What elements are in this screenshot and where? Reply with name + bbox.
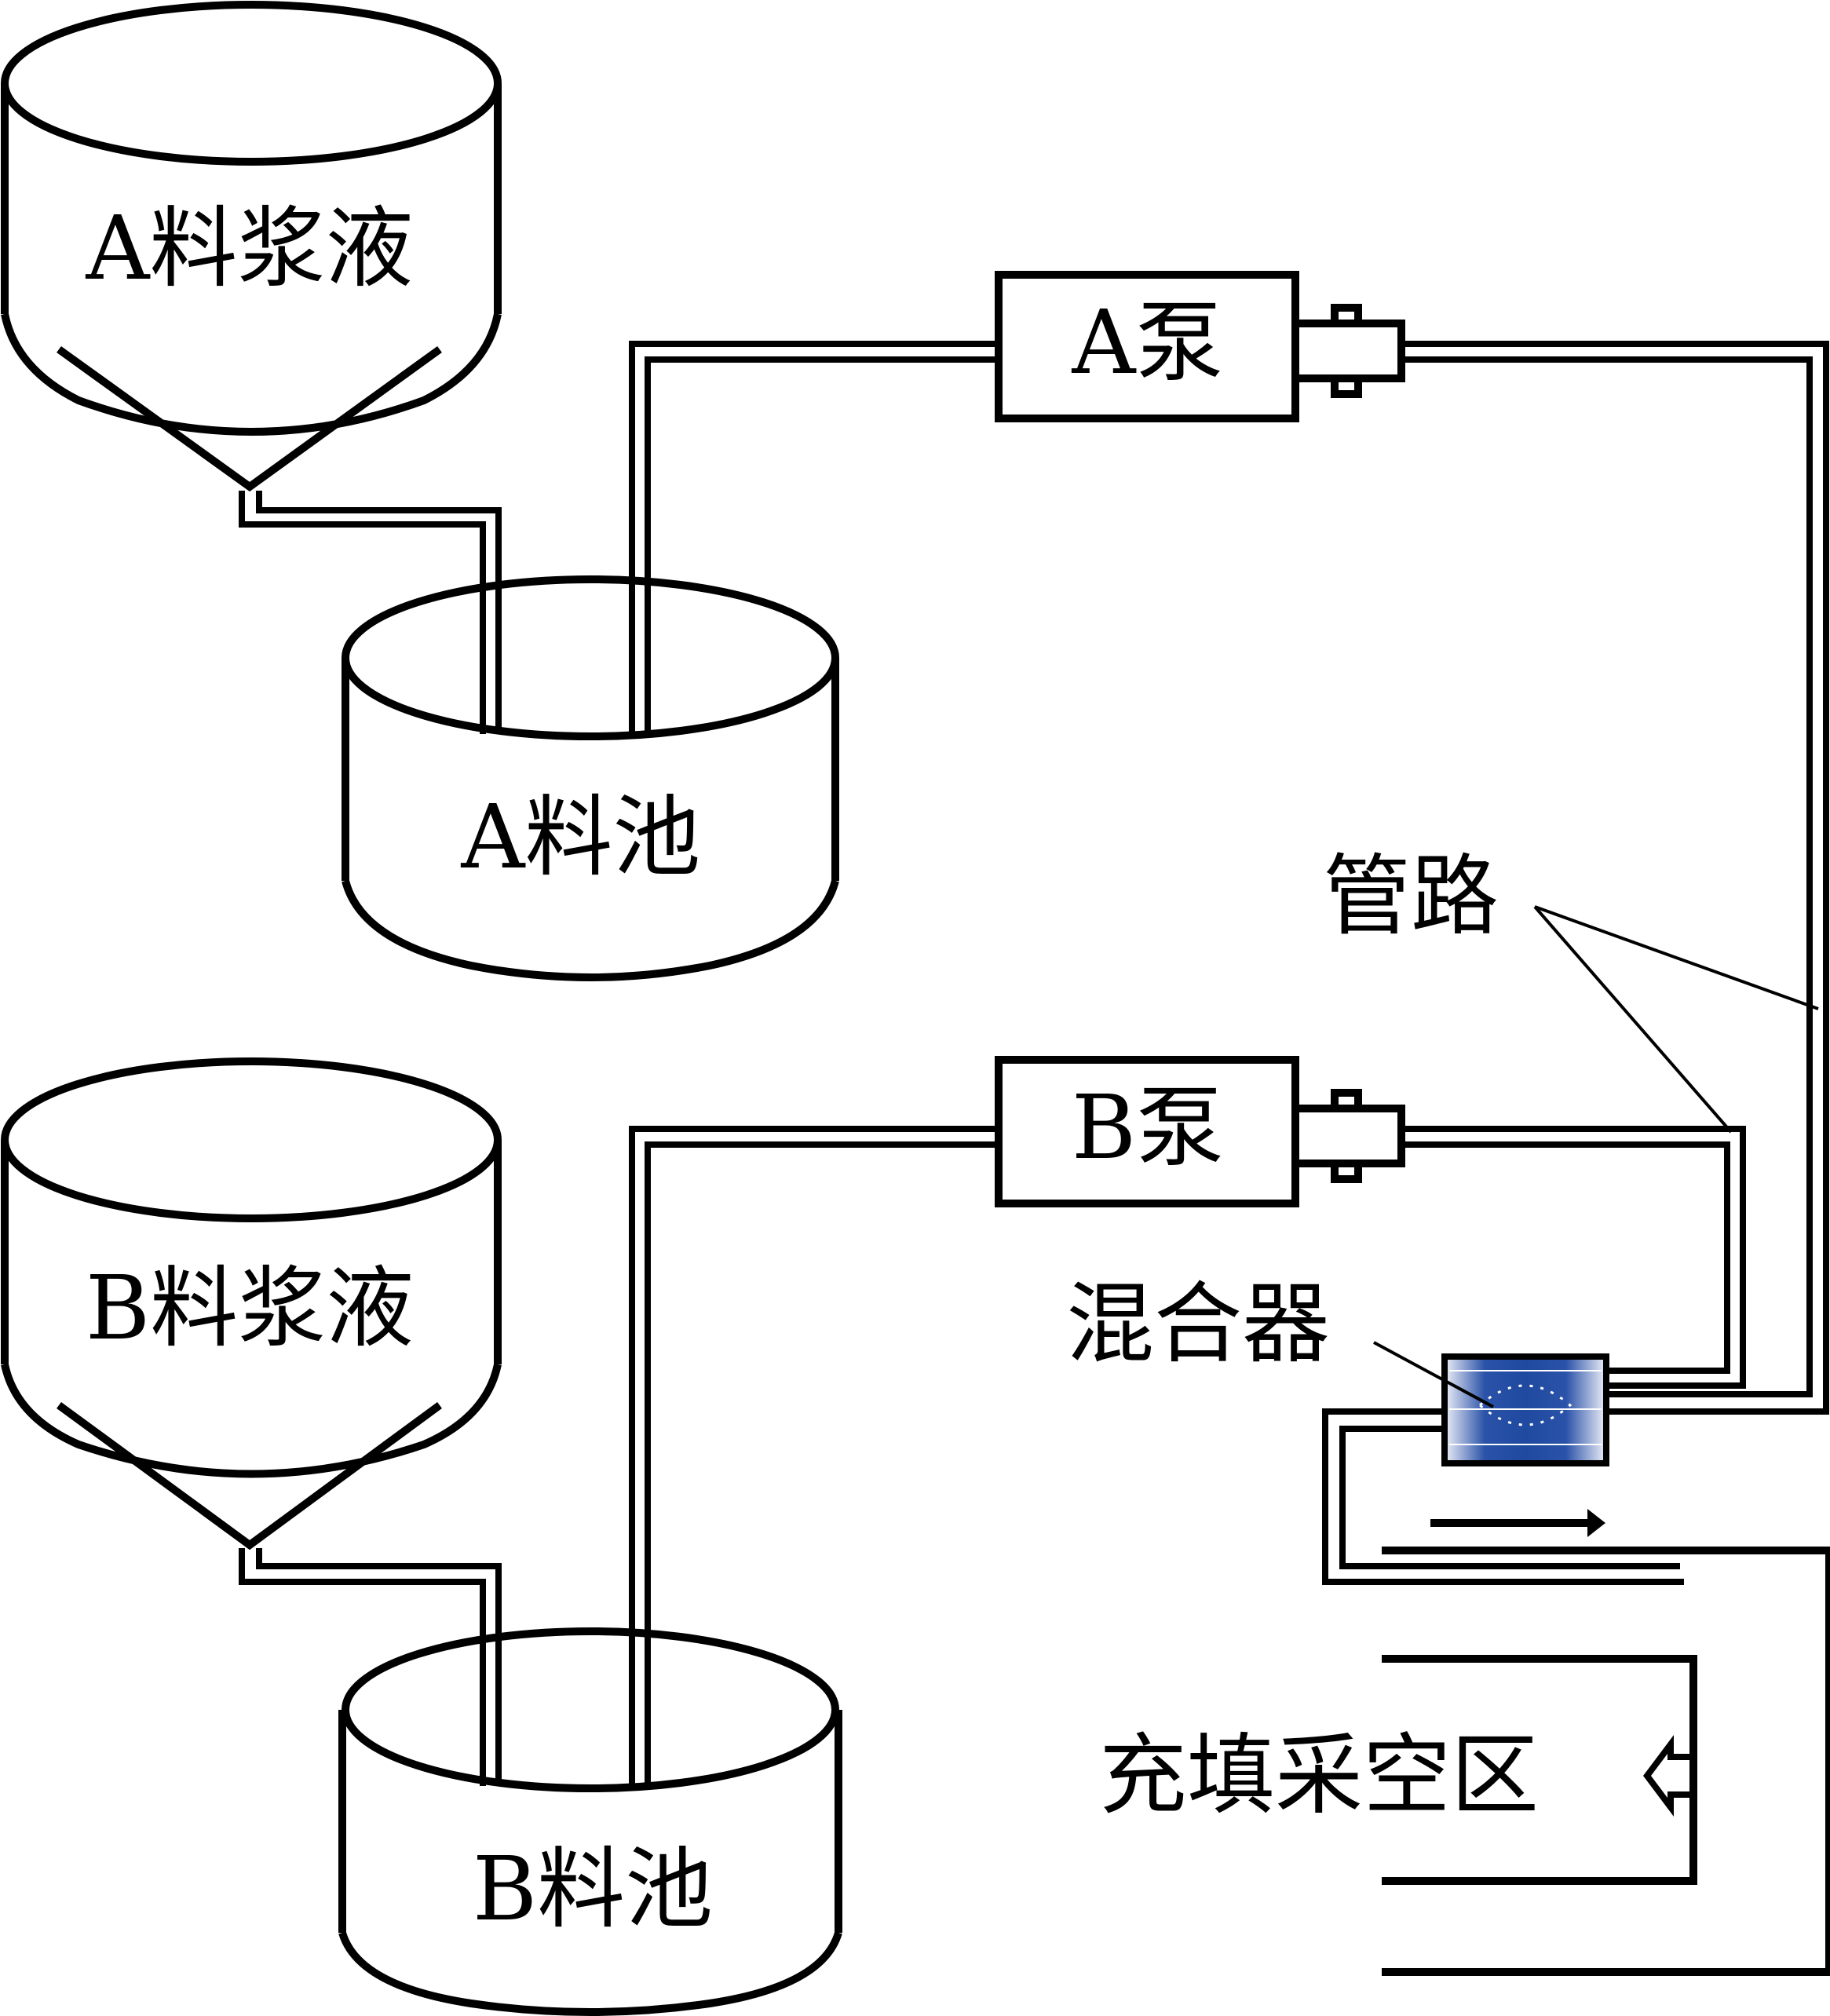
pool-a-top-rim xyxy=(342,575,839,740)
pump-a-flange-top xyxy=(1331,304,1362,327)
tank-b-label: B料浆液 xyxy=(86,1258,414,1360)
pool-a: A料池 xyxy=(342,575,839,981)
pump-a-label: A泵 xyxy=(1072,292,1224,394)
pool-b-bottom-rim xyxy=(338,1931,842,2016)
mixer-annotation: 混合器 xyxy=(1066,1273,1494,1408)
tank-a-bottom-rim xyxy=(1,312,502,436)
pump-b-flange-top xyxy=(1331,1089,1362,1112)
pipe-tank-b-to-pool-b xyxy=(239,1548,502,1786)
pump-a-flange-bottom xyxy=(1331,374,1362,398)
fill-zone: 充填采空区 xyxy=(1099,1547,1830,1976)
tank-b-top-rim xyxy=(1,1057,502,1222)
right-arrow-icon xyxy=(1430,1509,1605,1537)
tank-b-bottom-rim xyxy=(1,1363,502,1478)
pump-a: A泵 xyxy=(995,271,1405,422)
pool-a-bottom-rim xyxy=(342,879,839,981)
pipe-pump-a-to-mixer xyxy=(1401,341,1829,1415)
pump-b-label: B泵 xyxy=(1072,1077,1224,1179)
fill-zone-inner-wall xyxy=(1382,1655,1697,1885)
pipe-tank-a-to-pool-a xyxy=(239,491,502,734)
slurry-tank-a: A料浆液 xyxy=(1,1,502,492)
pump-b: B泵 xyxy=(995,1056,1405,1207)
fill-zone-outer-wall xyxy=(1382,1547,1830,1976)
mixer-helix-pattern xyxy=(1479,1384,1572,1426)
pipe-pool-a-to-pump-a xyxy=(629,341,999,736)
fill-zone-label: 充填采空区 xyxy=(1099,1725,1539,1827)
mixer-leader-line xyxy=(1373,1341,1494,1408)
tank-a-top-rim xyxy=(1,1,502,166)
pump-b-flange-bottom xyxy=(1331,1160,1362,1183)
mixer xyxy=(1441,1353,1609,1466)
pump-b-motor xyxy=(1291,1105,1405,1167)
slurry-tank-b: B料浆液 xyxy=(1,1057,502,1550)
pipe-pool-b-to-pump-b xyxy=(629,1126,999,1788)
pipe-pump-b-to-mixer xyxy=(1401,1126,1746,1389)
tank-b-cone xyxy=(57,1401,442,1550)
pool-a-label: A料池 xyxy=(461,787,701,889)
mixer-label: 混合器 xyxy=(1066,1273,1330,1375)
pipeline-leader-line-2 xyxy=(1533,905,1733,1134)
pool-b-top-rim xyxy=(342,1627,839,1792)
pipe-mixer-to-fill xyxy=(1322,1408,1684,1585)
pipeline-leader-line-1 xyxy=(1534,905,1819,1010)
tank-a-label: A料浆液 xyxy=(86,198,414,300)
pipeline-label: 管路 xyxy=(1323,845,1499,948)
pump-a-motor xyxy=(1291,320,1405,382)
pool-b: B料池 xyxy=(338,1627,842,2016)
pool-b-label: B料池 xyxy=(473,1839,713,1941)
left-hollow-arrow-icon xyxy=(1643,1735,1689,1817)
pipeline-annotation: 管路 xyxy=(1323,845,1819,1134)
tank-a-cone xyxy=(57,345,442,492)
